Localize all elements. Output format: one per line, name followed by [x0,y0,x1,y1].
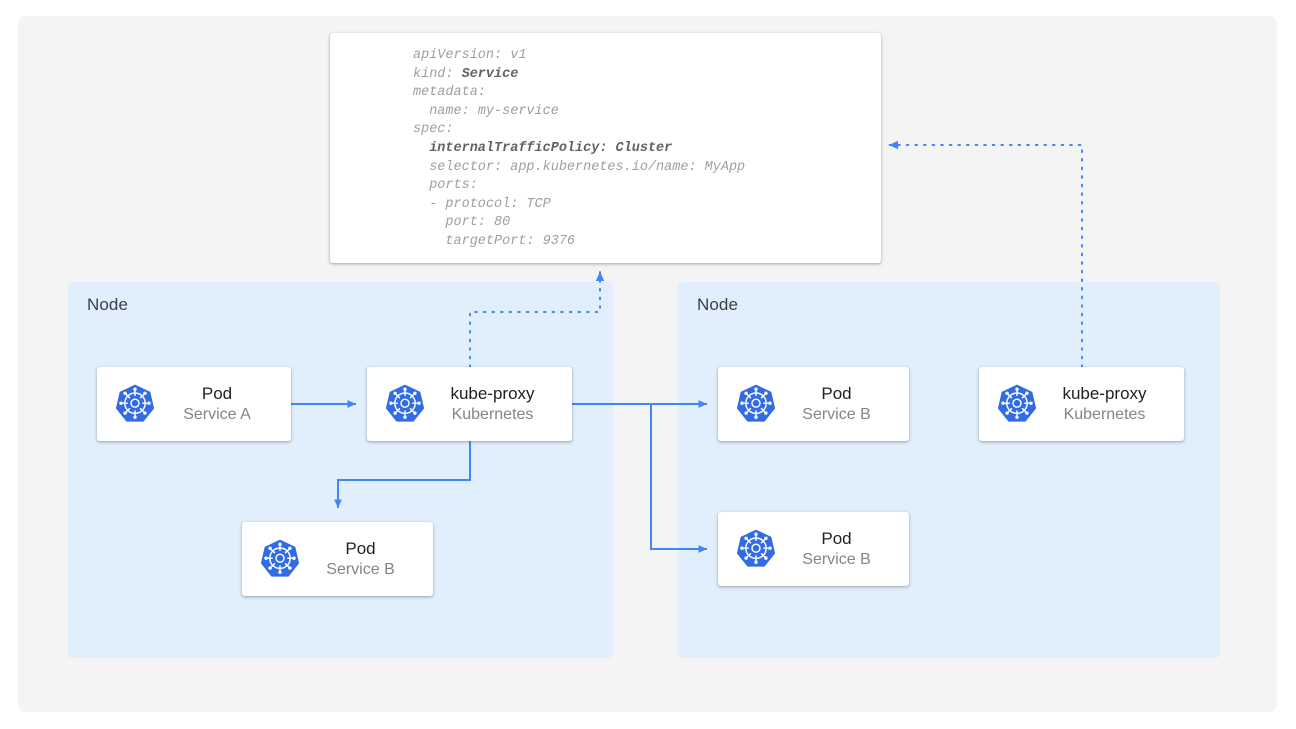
kubernetes-logo-icon [734,527,778,571]
card-subtitle: Kubernetes [451,405,534,423]
kubernetes-logo-icon [995,382,1039,426]
card-pod-service-b-right-top[interactable]: Pod Service B [718,367,909,441]
card-title: Pod [821,383,852,403]
card-subtitle: Service B [802,550,871,568]
card-title: Pod [345,538,376,558]
node-label-left: Node [87,295,129,314]
card-text: kube-proxy Kubernetes [1039,383,1184,425]
card-title: kube-proxy [1062,383,1147,403]
kubernetes-logo-icon [734,382,778,426]
card-text: kube-proxy Kubernetes [427,383,572,425]
wire-kube-proxy-right-to-manifest [888,140,1083,368]
card-subtitle: Service A [183,405,251,423]
card-text: Pod Service B [302,538,433,580]
card-text: Pod Service A [157,383,291,425]
card-kube-proxy-left[interactable]: kube-proxy Kubernetes [367,367,572,441]
card-title: kube-proxy [450,383,535,403]
node-container-right: Node [678,282,1220,658]
card-title: Pod [821,528,852,548]
wire-kube-proxy-to-pod-b-right-bot [650,404,707,553]
card-pod-service-a[interactable]: Pod Service A [97,367,291,441]
service-manifest-card: apiVersion: v1 kind: Service metadata: n… [330,33,881,263]
kubernetes-logo-icon [383,382,427,426]
service-manifest-code: apiVersion: v1 kind: Service metadata: n… [413,48,746,249]
kubernetes-logo-icon [258,537,302,581]
card-subtitle: Service B [802,405,871,423]
node-label-right: Node [697,295,739,314]
kubernetes-logo-icon [113,382,157,426]
card-pod-service-b-left[interactable]: Pod Service B [242,522,433,596]
card-kube-proxy-right[interactable]: kube-proxy Kubernetes [979,367,1184,441]
card-subtitle: Kubernetes [1063,405,1146,423]
wire-kube-proxy-to-pod-b-left [334,441,471,508]
wire-kube-proxy-left-to-manifest [469,271,605,368]
card-text: Pod Service B [778,528,909,570]
card-pod-service-b-right-bottom[interactable]: Pod Service B [718,512,909,586]
card-title: Pod [201,383,233,403]
card-text: Pod Service B [778,383,909,425]
card-subtitle: Service B [326,560,395,578]
